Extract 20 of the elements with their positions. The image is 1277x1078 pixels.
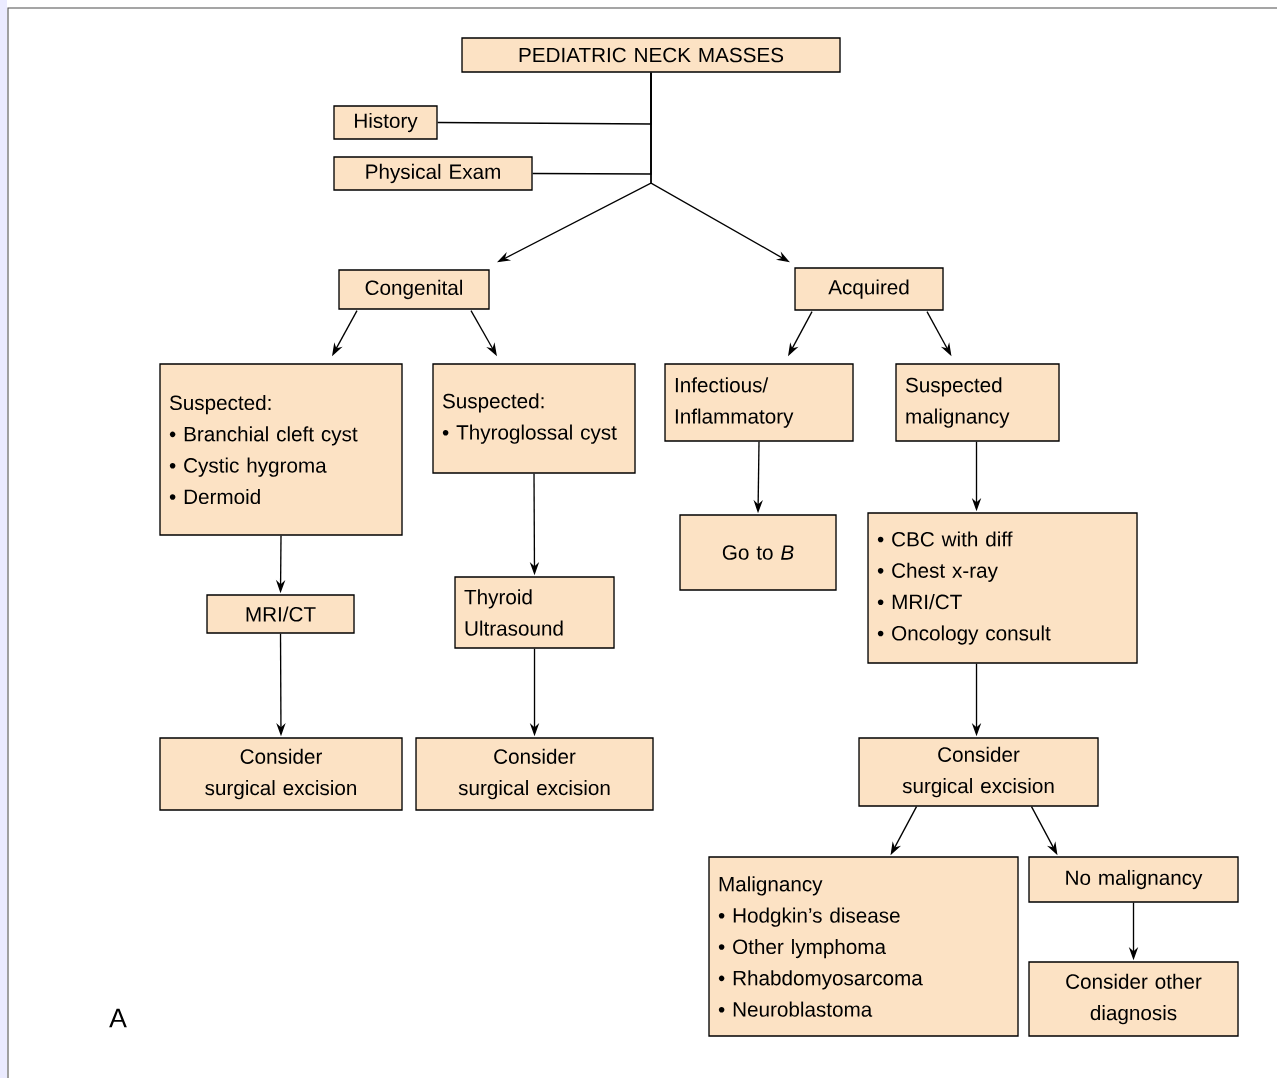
process-box: Consider surgical excision	[415, 737, 654, 811]
process-box: Suspected malignancy	[895, 363, 1060, 442]
process-box: Congenital	[338, 269, 490, 310]
process-box: History	[333, 105, 438, 140]
process-box: Acquired	[794, 267, 944, 311]
process-box: Infectious/ Inflammatory	[664, 363, 854, 442]
process-box: Physical Exam	[333, 156, 533, 191]
process-box: Suspected: • Branchial cleft cyst • Cystic hygroma • Dermoid	[159, 363, 403, 536]
process-box: Thyroid Ultrasound	[454, 576, 615, 649]
panel-letter: A	[109, 1008, 127, 1028]
process-box: Consider surgical excision	[159, 737, 403, 811]
process-box: Suspected: • Thyroglossal cyst	[432, 363, 636, 474]
process-box: Go to B	[679, 514, 837, 591]
process-box: MRI/CT	[206, 594, 355, 634]
process-box: No malignancy	[1028, 856, 1239, 903]
title-box: PEDIATRIC NECK MASSES	[461, 37, 841, 73]
process-box: Consider other diagnosis	[1028, 961, 1239, 1037]
process-box: Malignancy • Hodgkin’s disease • Other lymphoma • Rhabdomyosarcoma • Neuroblastoma	[708, 856, 1019, 1037]
process-box: • CBC with diff • Chest x-ray • MRI/CT • Oncology consult	[867, 512, 1138, 664]
process-box: Consider surgical excision	[858, 737, 1099, 807]
